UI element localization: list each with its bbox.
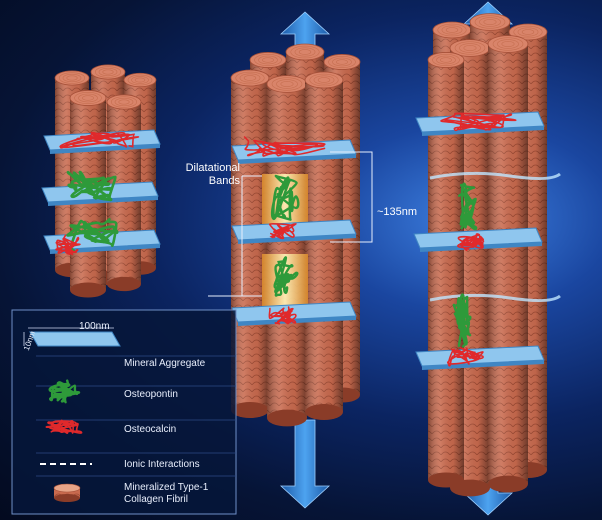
legend-icon-mineral-aggregate <box>29 331 121 347</box>
middle-osteocalcin-1 <box>243 136 326 157</box>
middle-osteopontin-1 <box>270 174 300 221</box>
dilatational-bands-callout <box>208 175 262 297</box>
left-osteocalcin-1 <box>59 131 140 149</box>
middle-osteocalcin-2 <box>268 223 297 240</box>
right-osteocalcin-1 <box>440 112 517 132</box>
spacing-label: ~135nm <box>377 206 418 218</box>
right-osteopontin-2 <box>452 293 472 348</box>
dilatational-bands-label: Dilatational Bands <box>185 162 240 187</box>
legend-icon-osteopontin <box>48 379 80 404</box>
right-osteocalcin-2 <box>457 233 485 252</box>
legend-icon-collagen-body <box>54 488 80 498</box>
right-osteopontin-1 <box>457 182 478 231</box>
middle-arrow-down <box>279 419 331 509</box>
legend-label-osteocalcin: Osteocalcin <box>124 424 177 435</box>
legend-label-osteopontin: Osteopontin <box>124 389 178 400</box>
right-crack-2 <box>429 293 561 303</box>
legend-icon-collagen-bottom <box>54 494 80 502</box>
left-osteopontin-2 <box>66 218 119 252</box>
legend-dim-width: 100nm <box>79 321 110 332</box>
spacing-bracket <box>330 151 373 243</box>
middle-fibril-bundle-front-fibril-1 <box>266 75 308 427</box>
middle-fibril-bundle-front-fibril-0 <box>230 69 270 418</box>
left-osteopontin-1 <box>66 170 117 202</box>
middle-osteopontin-2 <box>273 256 299 297</box>
legend-label-mineral-aggregate: Mineral Aggregate <box>124 358 206 369</box>
legend-icon-collagen-top <box>53 483 81 493</box>
legend-label-collagen-fibril: Mineralized Type-1 Collagen Fibril <box>124 482 209 505</box>
legend-panel <box>11 309 237 515</box>
middle-osteocalcin-3 <box>268 306 297 325</box>
right-fibril-bundle-front-fibril-1 <box>487 35 529 493</box>
middle-fibril-bundle-front-fibril-2 <box>304 71 344 420</box>
right-osteocalcin-3 <box>447 347 484 367</box>
right-fibril-bundle <box>427 13 548 497</box>
legend-label-ionic-interactions: Ionic Interactions <box>124 459 200 470</box>
legend-icon-osteocalcin <box>45 419 83 434</box>
right-crack-1 <box>429 171 561 181</box>
left-osteocalcin-2 <box>55 234 81 256</box>
